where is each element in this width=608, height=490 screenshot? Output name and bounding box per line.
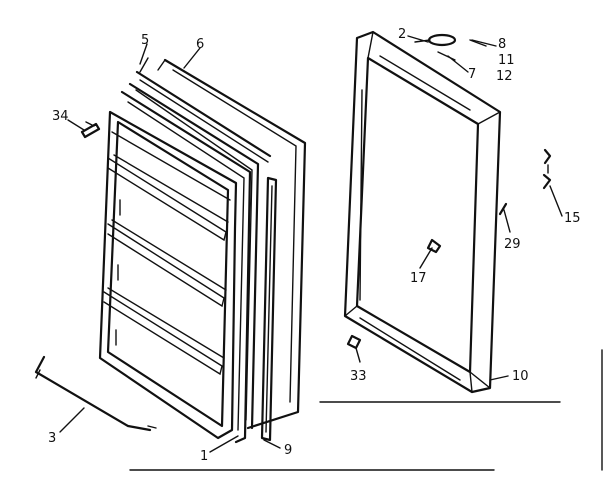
breaker-strip [260,176,278,442]
callout-10: 10 [512,369,529,384]
baseline-rules [129,349,603,471]
callout-5: 5 [141,33,149,48]
callout-6: 6 [196,37,204,52]
screw-34 [80,121,101,139]
top-hinge-parts [414,33,487,61]
door-bar [34,355,157,432]
door-frame [343,30,502,394]
callout-34: 34 [52,109,69,124]
inner-door-liner [120,90,252,444]
callout-8: 8 [498,37,506,52]
callout-9: 9 [284,443,292,458]
leader-lines [59,35,563,453]
callout-1: 1 [200,449,208,464]
outer-door-panel [157,58,307,430]
callout-12: 12 [496,69,513,84]
callout-7: 7 [468,67,476,82]
callout-15: 15 [564,211,581,226]
door-liner-shelves [98,110,238,440]
callout-17: 17 [410,271,427,286]
callout-3: 3 [48,431,56,446]
callout-11: 11 [498,53,515,68]
callout-33: 33 [350,369,367,384]
callout-29: 29 [504,237,521,252]
callout-2: 2 [398,27,406,42]
door-gasket [128,57,272,430]
